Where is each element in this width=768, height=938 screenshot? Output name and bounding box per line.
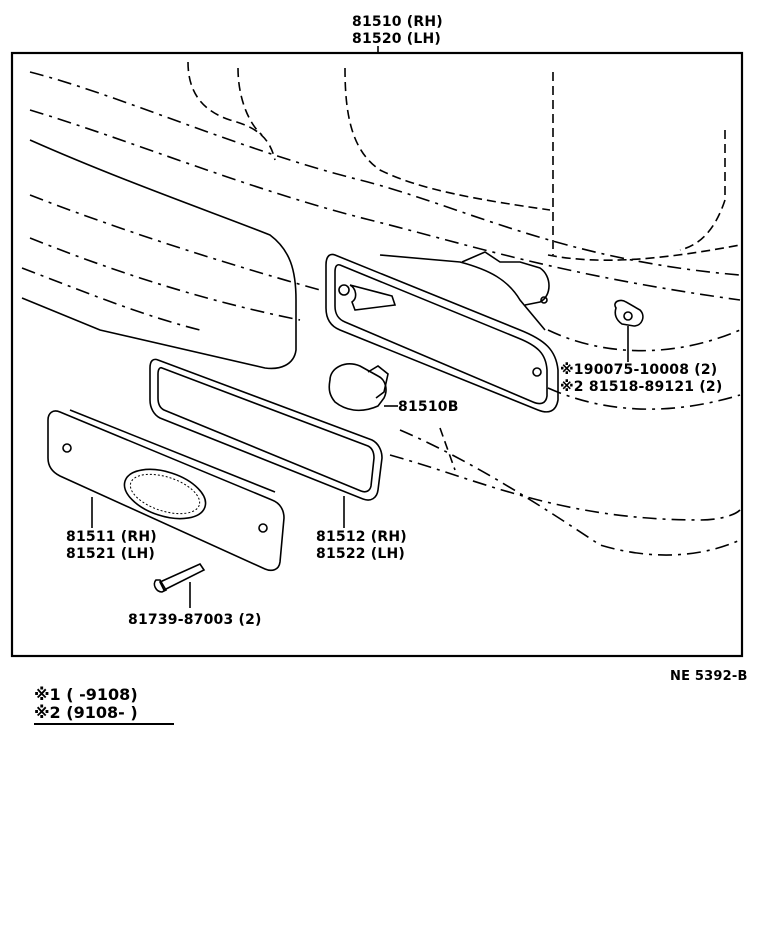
bulb-81510b [328,363,398,412]
assembly-part-rh: 81510 (RH) [352,14,443,30]
gasket-label-lh: 81522 (LH) [316,546,406,562]
footnote-2: ※2 (9108- ) [34,704,174,725]
bulb-label: 81510B [398,399,459,415]
clip-fastener [614,299,644,362]
lens [47,409,285,572]
clip-label-1: ※190075-10008 (2) [560,362,718,378]
clip-label-2: ※2 81518-89121 (2) [560,379,723,395]
lamp-housing [325,251,559,413]
screw-label: 81739-87003 (2) [128,612,262,628]
footnote-1: ※1 ( -9108) [34,685,138,704]
assembly-part-lh: 81520 (LH) [352,31,442,47]
body-panel-edge [21,139,297,370]
screw [153,562,206,608]
gasket [149,358,383,501]
lens-label-lh: 81521 (LH) [66,546,156,562]
lens-label-rh: 81511 (RH) [66,529,157,545]
figure-code: NE 5392-B [670,669,748,684]
diagram-frame [10,51,744,658]
vehicle-body-outline [21,61,741,556]
gasket-label-rh: 81512 (RH) [316,529,407,545]
